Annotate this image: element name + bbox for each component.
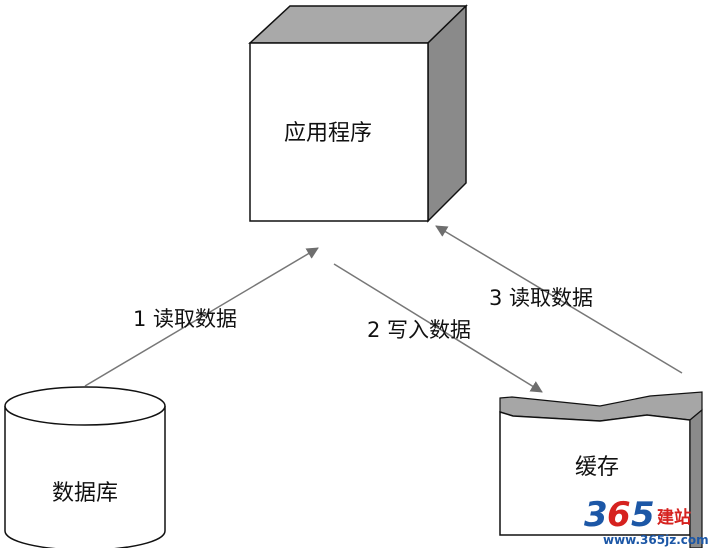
app-box-front bbox=[249, 42, 429, 222]
database-label: 数据库 bbox=[52, 481, 118, 506]
cache-side bbox=[689, 408, 703, 548]
edge-label-read-database: 1 读取数据 bbox=[133, 307, 237, 331]
edge-label-write-cache: 2 写入数据 bbox=[367, 318, 471, 342]
watermark-logo: 3 6 5 建站 www.365jz.com bbox=[584, 495, 708, 547]
watermark-brand-text: 建站 bbox=[657, 507, 691, 528]
watermark-url: www.365jz.com bbox=[603, 533, 708, 547]
edge-label-read-cache: 3 读取数据 bbox=[489, 286, 593, 310]
cache-label: 缓存 bbox=[575, 455, 619, 480]
cache-face bbox=[499, 410, 691, 536]
app-box-side bbox=[427, 4, 467, 223]
app-label: 应用程序 bbox=[284, 121, 372, 146]
arrow-write-cache bbox=[333, 263, 543, 393]
cache-node: 缓存 bbox=[499, 391, 703, 548]
db-body bbox=[4, 406, 166, 548]
watermark-digit-6: 6 bbox=[607, 495, 631, 535]
watermark-digit-5: 5 bbox=[631, 495, 655, 535]
database-node: 数据库 bbox=[4, 386, 166, 548]
arrow-read-database bbox=[84, 247, 319, 387]
db-top bbox=[4, 386, 166, 426]
arrow-read-cache bbox=[435, 225, 683, 374]
watermark-digit-3: 3 bbox=[584, 495, 608, 535]
application-node: 应用程序 bbox=[248, 4, 468, 223]
